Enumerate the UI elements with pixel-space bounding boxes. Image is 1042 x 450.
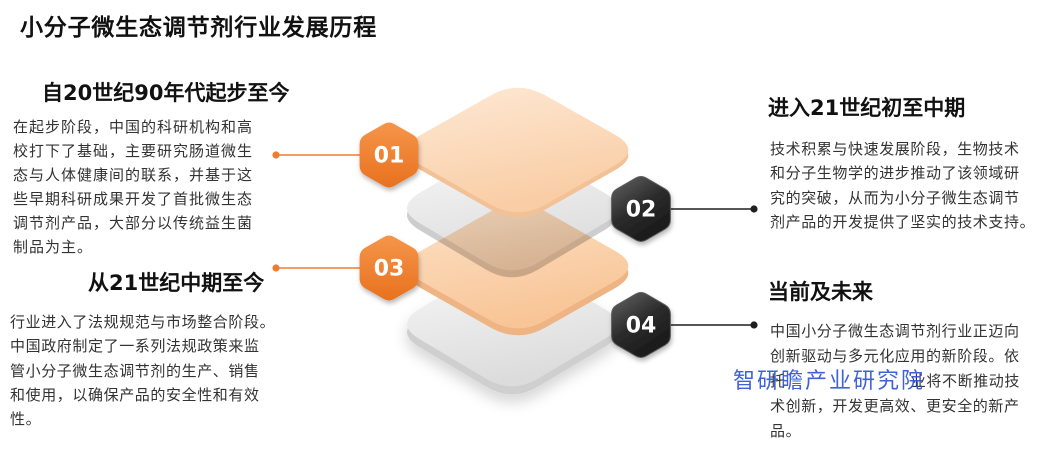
description-line: 行业进入了法规规范与市场整合阶段。 [10,313,276,331]
description-line: 些早期科研成果开发了首批微生态 [13,190,254,208]
stage-02-description: 技术积累与快速发展阶段，生物技术 和分子生物学的进步推动了该领域研 究的突破，从… [770,137,1035,234]
hexagon-badge-01: 01 [359,122,419,188]
description-line: 和分子生物学的进步推动了该领域研 [770,164,1020,183]
connector-04 [668,321,758,329]
stage-03-heading: 从21世纪中期至今 [88,271,265,295]
layer-01-face [407,87,629,213]
connector-04-dot [750,321,758,329]
stage-01-description: 在起步阶段，中国的科研机构和高 校打下了基础，主要研究肠道微生 态与人体健康间的… [13,115,253,259]
hexagon-04-number: 04 [626,314,657,339]
stage-04-description: 中国小分子微生态调节剂行业正迈向 创新驱动与多元化应用的新阶段。依 托 业将不断… [770,319,1020,444]
description-line: 态与人体健康间的联系，并基于这 [13,166,254,184]
description-line: 管小分子微生态调节剂的生产、销售 [10,361,260,380]
description-line: 校打下了基础，主要研究肠道微生 [13,142,254,160]
stage-03-description: 行业进入了法规规范与市场整合阶段。 中国政府制定了一系列法规政策来监 管小分子微… [10,310,275,431]
description-line-obscured: 托 业将不断推动技 [770,369,1020,394]
connector-03-dot [272,264,280,272]
hexagon-02-number: 02 [626,198,657,223]
description-line: 中国小分子微生态调节剂行业正迈向 [770,321,1020,340]
hexagon-03-shape [359,235,419,301]
watermark-text: 智研瞻产业研究院 [733,369,926,394]
hexagon-badge-03: 03 [359,235,419,301]
description-fragment-start: 托 [770,371,786,390]
connector-01-dot [272,151,280,159]
hexagon-badge-02: 02 [611,176,671,242]
stage-02-heading: 进入21世纪初至中期 [768,96,966,120]
description-line: 品。 [770,421,802,440]
stage-01-heading: 自20世纪90年代起步至今 [42,81,290,105]
layer-01 [407,87,629,218]
hexagon-04-shape [611,292,671,358]
hexagon-01-number: 01 [374,144,405,169]
description-line: 调节剂产品，大部分以传统益生菌 [13,214,254,232]
stage-04-heading: 当前及未来 [768,280,873,304]
hexagon-badge-04: 04 [611,292,671,358]
description-line: 剂产品的开发提供了坚实的技术支持。 [770,212,1036,231]
connector-02 [668,205,758,213]
description-fragment-end: 业将不断推动技 [910,371,1020,390]
hexagon-02-shape [611,176,671,242]
hexagon-03-number: 03 [374,257,405,282]
hexagon-01-shape [359,122,419,188]
description-line: 在起步阶段，中国的科研机构和高 [13,118,254,136]
description-line: 究的突破，从而为小分子微生态调节 [770,188,1020,207]
description-line: 创新驱动与多元化应用的新阶段。依 [770,346,1020,365]
description-line: 性。 [10,410,42,428]
description-line: 和使用，以确保产品的安全性和有效 [10,385,260,404]
connector-03 [272,264,362,272]
description-line: 制品为主。 [13,238,94,256]
connector-02-dot [750,205,758,213]
description-line: 中国政府制定了一系列法规政策来监 [10,337,260,356]
connector-01 [272,151,362,159]
page-title: 小分子微生态调节剂行业发展历程 [20,15,377,41]
description-line: 术创新，开发更高效、更安全的新产 [770,396,1020,415]
description-line: 技术积累与快速发展阶段，生物技术 [770,140,1020,158]
